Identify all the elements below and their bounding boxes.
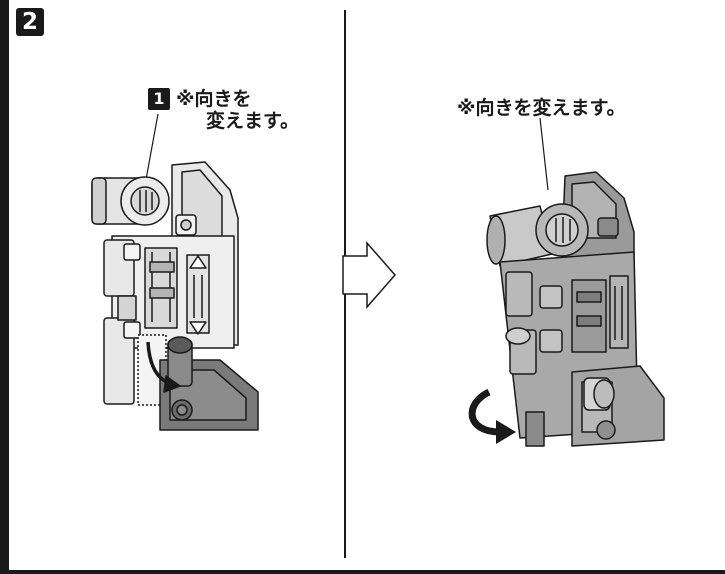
right-robot-figure <box>486 117 665 447</box>
step-number-badge: 2 <box>16 8 44 36</box>
left-robot-figure <box>91 113 259 431</box>
left-note: 1 ※向きを 変えます。 <box>148 88 299 132</box>
flow-arrow-icon <box>342 241 396 309</box>
left-note-line1: ※向きを <box>176 88 252 110</box>
left-note-line2: 変えます。 <box>206 110 300 132</box>
right-note: ※向きを変えます。 <box>457 97 626 119</box>
rotate-arrow-icon <box>468 388 516 444</box>
callout-number-badge: 1 <box>148 88 170 110</box>
